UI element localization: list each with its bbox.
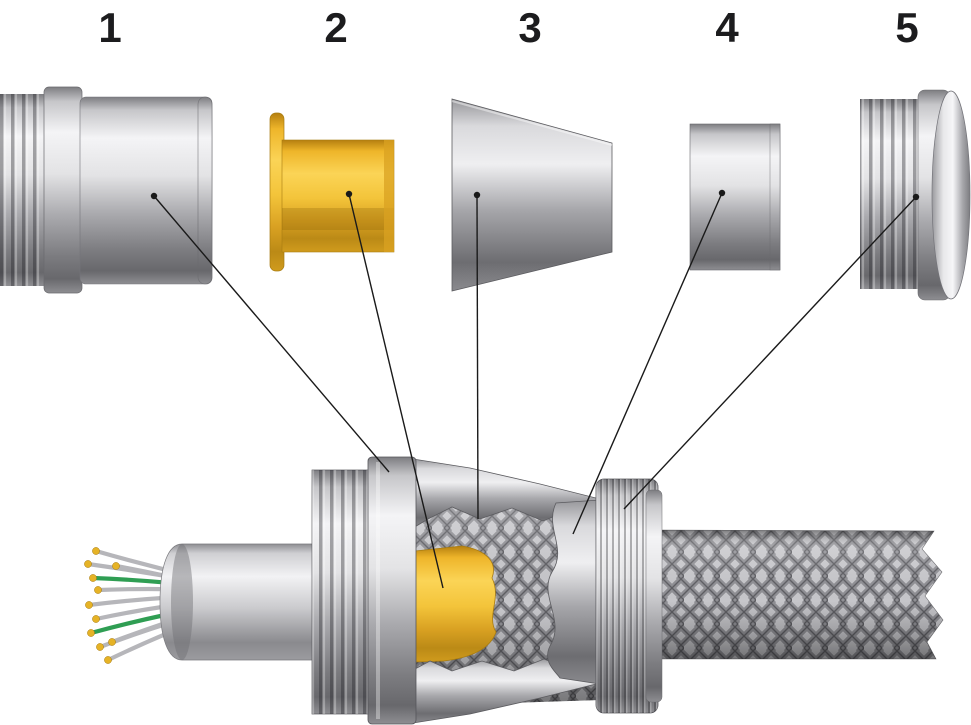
- gland-thread-ridges: [312, 470, 372, 714]
- part-2-body: [281, 139, 395, 253]
- leader-line-3: [476, 194, 479, 520]
- leader-dot-1: [150, 192, 158, 200]
- cone-tip-in-place: [547, 499, 601, 685]
- coupling-nut-knurling: [596, 479, 658, 713]
- part-3-cone: [451, 98, 613, 292]
- part-1-gland-body: [0, 86, 213, 294]
- part-1-end-cap: [197, 96, 213, 285]
- leader-line-2: [348, 193, 444, 589]
- cable-jacket-opening: [171, 544, 193, 660]
- leader-dot-5: [912, 193, 920, 201]
- coupling-nut-lip: [645, 489, 663, 703]
- part-labels: 1 2 3 4 5: [98, 4, 918, 51]
- part-1-collar: [43, 86, 83, 294]
- leader-line-4: [572, 192, 723, 535]
- part-2-sealing-grommet: [269, 112, 395, 272]
- cable-jacket: [159, 543, 321, 661]
- leader-lines: [150, 189, 920, 589]
- wire-tips: [84, 547, 120, 664]
- part-4-end-edge: [769, 123, 781, 271]
- part-1-thread-ridges: [0, 94, 46, 286]
- part-5-dome: [931, 90, 971, 300]
- part-4-compression-ring: [689, 123, 781, 271]
- leader-line-5: [623, 196, 917, 510]
- assembly: [84, 456, 944, 725]
- label-part-4: 4: [715, 4, 739, 51]
- part-1-barrel: [79, 96, 213, 285]
- leader-dot-2: [345, 190, 353, 198]
- gland-flange: [367, 456, 417, 725]
- grommet-cutaway: [414, 545, 497, 663]
- label-part-1: 1: [98, 4, 121, 51]
- gland-flange-highlight: [376, 462, 380, 719]
- braided-cable-shading: [656, 530, 943, 659]
- body-shell-bottom: [412, 658, 601, 724]
- part-4-ring: [689, 123, 781, 271]
- leader-dot-4: [718, 189, 726, 197]
- label-part-3: 3: [518, 4, 541, 51]
- part-3-highlight-edge: [451, 100, 613, 146]
- part-2-shadow-band: [282, 208, 394, 230]
- part-2-end-edge: [384, 140, 394, 252]
- label-part-2: 2: [324, 4, 347, 51]
- leader-line-1: [153, 195, 390, 473]
- part-3-clamping-cone: [451, 98, 613, 292]
- leader-dot-3: [473, 191, 481, 199]
- label-part-5: 5: [895, 4, 918, 51]
